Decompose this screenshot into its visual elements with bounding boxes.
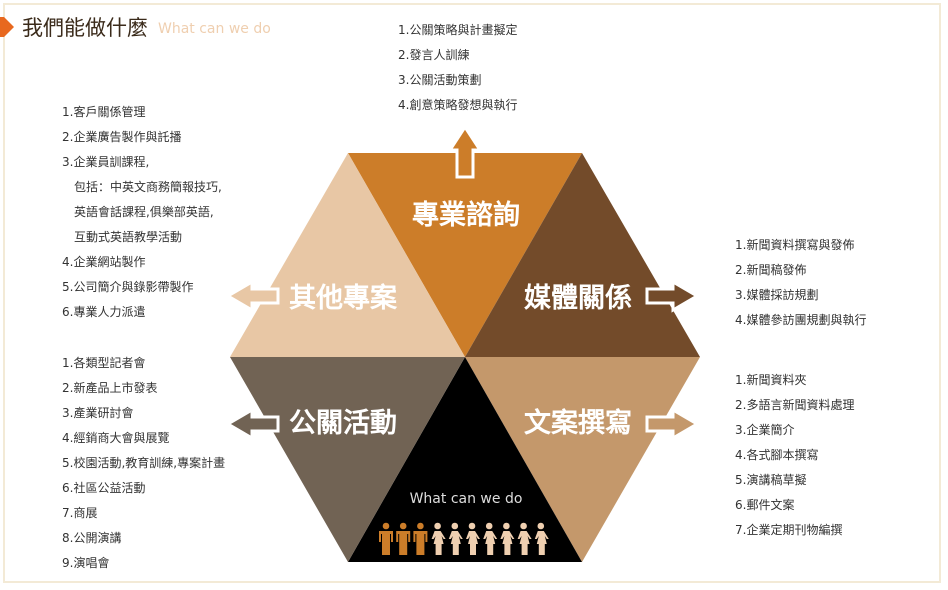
woman-icon [517, 522, 532, 555]
woman-icon [483, 522, 498, 555]
list-item: 4.經銷商大會與展覽 [62, 431, 170, 445]
copywriting-label: 文案撰寫 [524, 407, 632, 439]
copywriting-segment[interactable] [465, 357, 700, 562]
list-item: 1.各類型記者會 [62, 356, 146, 370]
list-item: 8.公開演講 [62, 531, 122, 545]
arrow-marker-icon [0, 17, 14, 37]
list-item: 1.新聞資料夾 [735, 373, 807, 387]
list-item: 5.校園活動,教育訓練,專案計畫 [62, 456, 226, 470]
list-item: 互動式英語教學活動 [74, 230, 183, 244]
other-services-list: 1.客戶關係管理 2.企業廣告製作與託播 3.企業員訓課程, 包括：中英文商務簡報技巧… [62, 100, 222, 325]
events-segment[interactable] [230, 357, 465, 562]
arrow-right-icon [645, 407, 700, 441]
list-item: 9.演唱會 [62, 556, 110, 570]
list-item: 5.演講稿草擬 [735, 473, 807, 487]
events-services-list: 1.各類型記者會 2.新產品上市發表 3.產業研討會 4.經銷商大會與展覽 5.校園活動… [62, 351, 225, 576]
list-item: 2.新產品上市發表 [62, 381, 158, 395]
page-header: 我們能做什麼 What can we do [0, 12, 271, 42]
list-item: 3.企業簡介 [735, 423, 795, 437]
media-segment[interactable] [465, 153, 700, 357]
list-item: 4.媒體參訪團規劃與執行 [735, 313, 867, 327]
list-item: 1.新聞資料撰寫與發佈 [735, 238, 855, 252]
man-icon [396, 522, 411, 555]
arrow-right-icon [645, 279, 700, 313]
list-item: 3.產業研討會 [62, 406, 134, 420]
list-item: 3.媒體採訪規劃 [735, 288, 819, 302]
arrow-left-icon [225, 407, 280, 441]
consulting-services-list: 1.公關策略與計畫擬定 2.發言人訓練 3.公關活動策劃 4.創意策略發想與執行 [398, 18, 517, 118]
list-item: 2.新聞稿發佈 [735, 263, 807, 277]
list-item: 7.商展 [62, 506, 98, 520]
center-segment [348, 357, 582, 562]
page-frame [3, 3, 941, 583]
woman-icon [500, 522, 515, 555]
list-item: 2.多語言新聞資料處理 [735, 398, 855, 412]
list-item: 6.郵件文案 [735, 498, 795, 512]
list-item: 英語會話課程,俱樂部英語, [74, 205, 214, 219]
list-item: 1.公關策略與計畫擬定 [398, 23, 518, 37]
media-label: 媒體關係 [524, 282, 632, 314]
page-subtitle: What can we do [158, 21, 271, 37]
people-icons [379, 522, 549, 555]
page-title: 我們能做什麼 [22, 16, 148, 40]
woman-icon [534, 522, 549, 555]
list-item: 5.公司簡介與錄影帶製作 [62, 280, 194, 294]
list-item: 2.發言人訓練 [398, 48, 470, 62]
list-item: 1.客戶關係管理 [62, 105, 146, 119]
list-item: 3.公關活動策劃 [398, 73, 482, 87]
woman-icon [466, 522, 480, 555]
woman-icon [448, 522, 463, 555]
list-item: 6.專業人力派遣 [62, 305, 146, 319]
woman-icon [431, 522, 446, 555]
events-label: 公關活動 [289, 408, 397, 439]
list-item: 3.企業員訓課程, [62, 155, 150, 169]
list-item: 7.企業定期刊物編撰 [735, 523, 843, 537]
list-item: 6.社區公益活動 [62, 481, 146, 495]
center-label: What can we do [410, 491, 523, 507]
man-icon [413, 522, 428, 555]
list-item: 2.企業廣告製作與託播 [62, 130, 182, 144]
arrow-up-icon [447, 124, 483, 179]
list-item: 4.創意策略發想與執行 [398, 98, 518, 112]
arrow-left-icon [225, 279, 280, 313]
consulting-label: 專業諮詢 [412, 199, 520, 231]
media-services-list: 1.新聞資料撰寫與發佈 2.新聞稿發佈 3.媒體採訪規劃 4.媒體參訪團規劃與執行 [735, 233, 866, 333]
other-label: 其他專案 [289, 282, 398, 314]
list-item: 包括：中英文商務簡報技巧, [74, 180, 222, 194]
man-icon [379, 522, 393, 555]
consulting-segment[interactable] [348, 153, 582, 357]
copywriting-services-list: 1.新聞資料夾 2.多語言新聞資料處理 3.企業簡介 4.各式腳本撰寫 5.演講稿草擬 6… [735, 368, 854, 543]
list-item: 4.各式腳本撰寫 [735, 448, 819, 462]
list-item: 4.企業網站製作 [62, 255, 146, 269]
other-segment[interactable] [230, 153, 465, 357]
